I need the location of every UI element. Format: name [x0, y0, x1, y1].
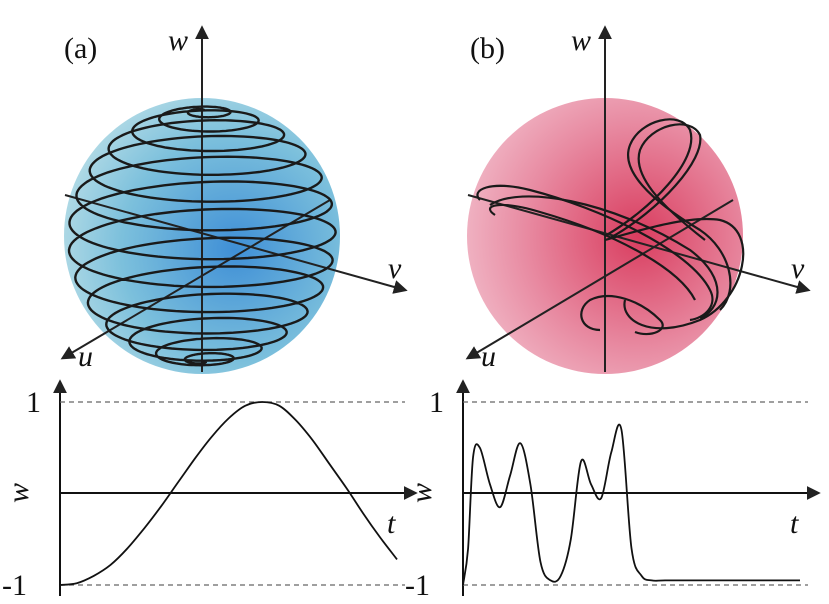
w-axis-label-b: w	[571, 24, 591, 57]
x-axis-label: t	[790, 507, 799, 540]
loop-trajectory-b	[476, 118, 745, 336]
u-axis-a	[60, 199, 331, 360]
panel-a-sphere: (a) w v u	[60, 24, 408, 374]
series-line	[59, 401, 398, 586]
u-axis-label-a: u	[78, 340, 93, 373]
tick-label-top: 1	[429, 386, 444, 419]
series-line	[462, 423, 800, 586]
panel-b-sphere: (b) w v u	[465, 24, 811, 374]
v-axis-label-b: v	[791, 252, 805, 285]
tick-label-bottom: -1	[405, 569, 430, 602]
plot-a: 1 -1 w t	[2, 379, 418, 602]
v-axis-label-a: v	[388, 252, 402, 285]
plot-b: 1 -1 w t	[405, 379, 821, 602]
panel-label-a: (a)	[64, 32, 97, 65]
panel-label-b: (b)	[470, 32, 505, 65]
w-axis-label-a: w	[168, 24, 188, 57]
y-axis-label: w	[2, 483, 35, 503]
tick-label-top: 1	[26, 386, 41, 419]
u-axis-label-b: u	[481, 340, 496, 373]
y-axis-label: w	[405, 483, 438, 503]
tick-label-bottom: -1	[2, 569, 27, 602]
spiral-path	[67, 105, 337, 367]
v-axis-b	[467, 194, 811, 294]
spiral-trajectory-a	[67, 105, 337, 367]
v-axis-a	[64, 194, 408, 294]
x-axis-label: t	[387, 507, 396, 540]
